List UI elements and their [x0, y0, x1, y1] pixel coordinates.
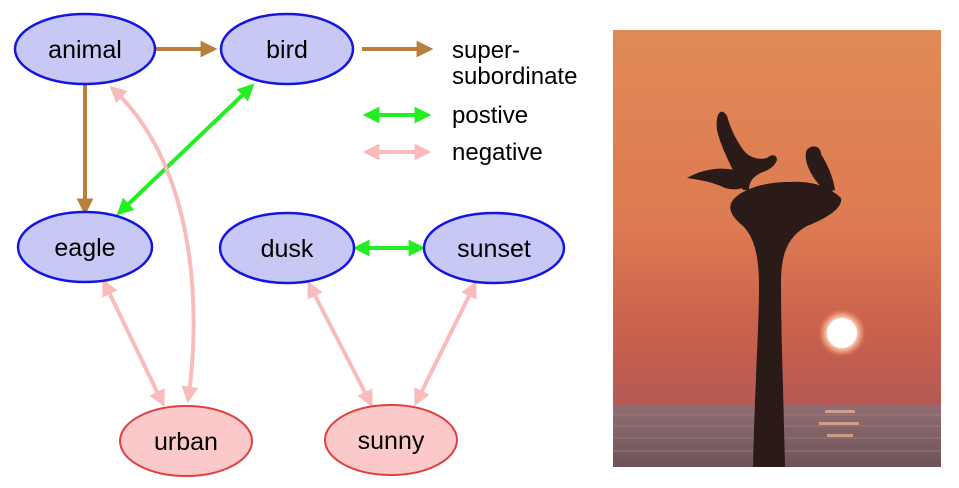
node-eagle: eagle — [16, 210, 154, 284]
edge-sunset-sunny — [414, 280, 477, 407]
sun-core — [827, 318, 857, 348]
node-sunny: sunny — [324, 404, 458, 476]
node-bird: bird — [219, 12, 355, 86]
sun-reflection — [819, 410, 859, 437]
edge-eagle-urban — [102, 278, 165, 408]
node-animal: animal — [13, 12, 157, 86]
node-animal-label: animal — [48, 36, 122, 64]
legend-positive-label: postive — [452, 102, 528, 129]
edge-animal-urban — [109, 85, 199, 404]
eagle-flapping-silhouette — [716, 111, 777, 190]
edge-bird-eagle — [116, 83, 255, 216]
node-eagle-label: eagle — [54, 234, 115, 262]
node-sunny-label: sunny — [358, 427, 425, 455]
legend-super-label-line2: subordinate — [452, 63, 577, 90]
eagle-flapping-wing — [687, 168, 745, 190]
post-silhouette — [730, 181, 842, 467]
node-sunset: sunset — [422, 211, 566, 285]
legend: super- subordinate postive negative — [362, 37, 577, 166]
legend-negative-label: negative — [452, 139, 543, 166]
sunset-eagle-photo — [613, 30, 941, 467]
node-dusk: dusk — [218, 211, 356, 285]
node-dusk-label: dusk — [261, 235, 314, 263]
node-sunset-label: sunset — [457, 235, 531, 263]
edge-dusk-sunny — [307, 281, 373, 407]
node-urban: urban — [119, 405, 253, 477]
node-urban-label: urban — [154, 428, 218, 456]
node-bird-label: bird — [266, 36, 308, 64]
relation-diagram: animal bird eagle dusk sunset urban sunn… — [13, 12, 577, 477]
legend-super-label-line1: super- — [452, 37, 520, 64]
eagle-perched-silhouette — [805, 146, 835, 192]
